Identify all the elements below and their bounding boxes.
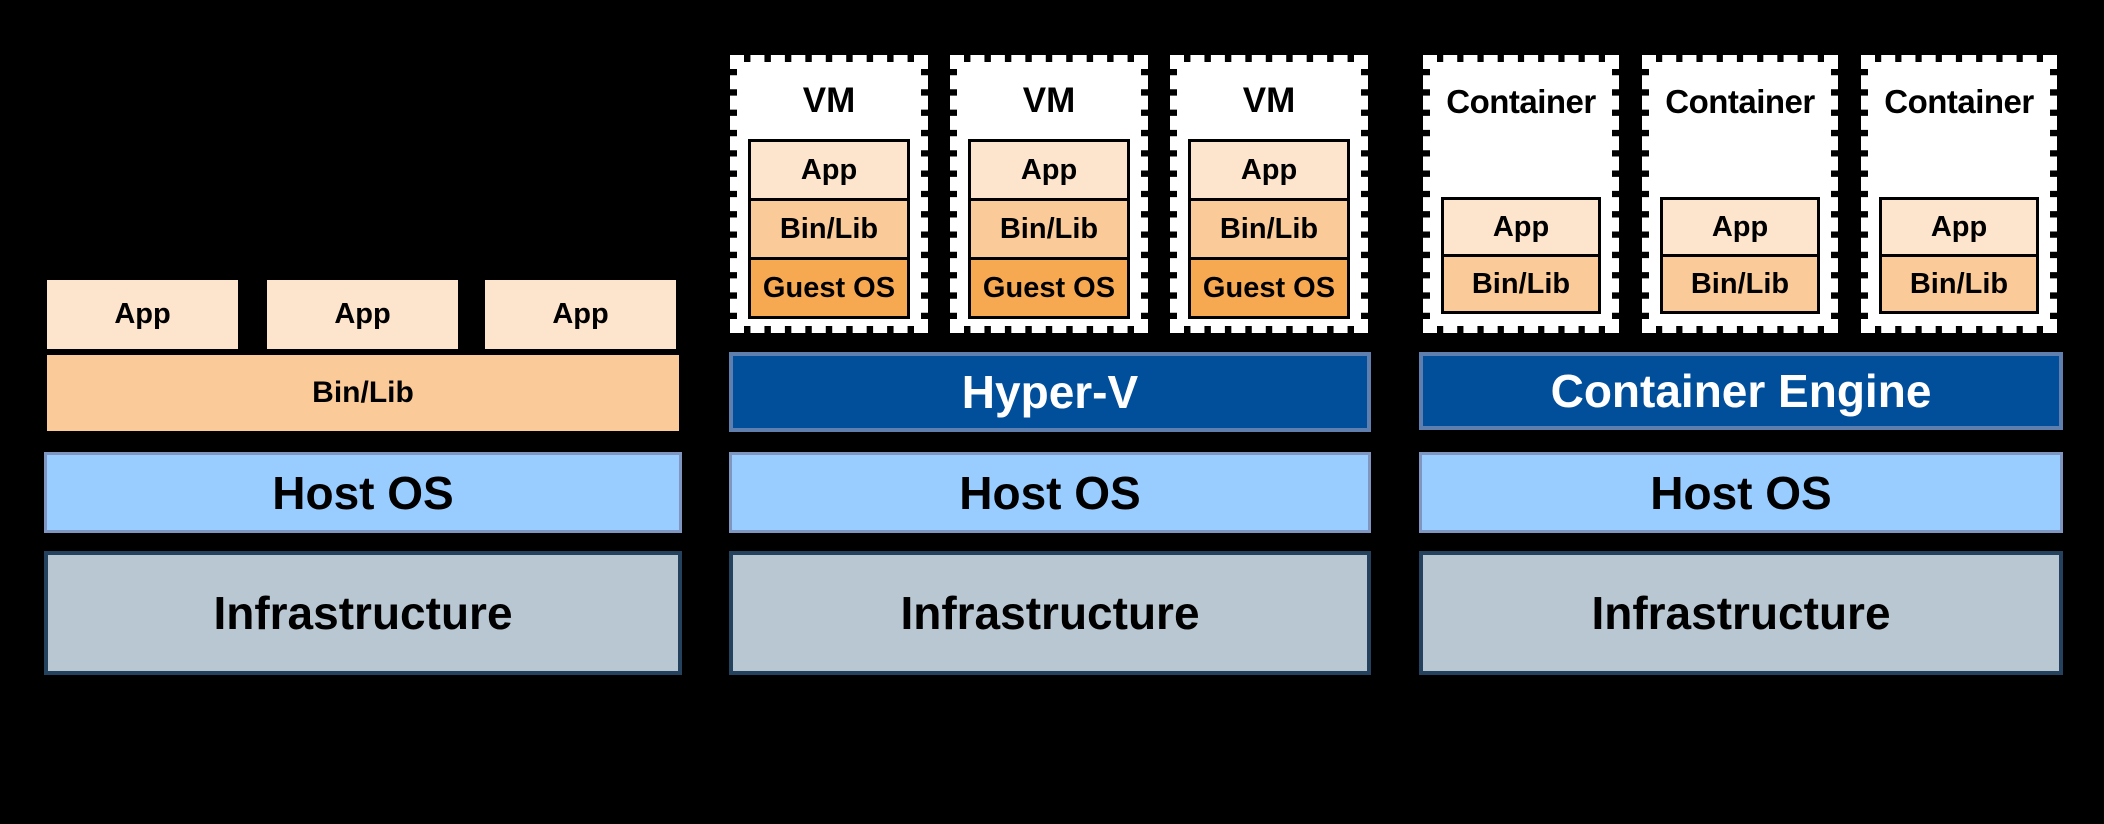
layer-guest-os: Guest OS xyxy=(1188,257,1350,319)
layer-binlib: Bin/Lib xyxy=(1879,254,2039,314)
vm-title: VM xyxy=(802,80,856,120)
container-title: Container xyxy=(1884,83,2034,120)
layer-app: App xyxy=(748,139,910,201)
binlib-bar: Bin/Lib xyxy=(44,352,682,434)
container-layer-stack: App Bin/Lib xyxy=(1660,197,1820,314)
vm-box: VM App Bin/Lib Guest OS xyxy=(1170,55,1368,333)
layer-app: App xyxy=(968,139,1130,201)
vm-layer-stack: App Bin/Lib Guest OS xyxy=(748,139,910,319)
vm-layer-stack: App Bin/Lib Guest OS xyxy=(1188,139,1350,319)
layer-app: App xyxy=(1441,197,1601,257)
container-engine-bar: Container Engine xyxy=(1419,352,2063,430)
layer-binlib: Bin/Lib xyxy=(1441,254,1601,314)
host-os-bar: Host OS xyxy=(44,452,682,533)
app-box: App xyxy=(44,277,241,352)
vm-title: VM xyxy=(1022,80,1076,120)
layer-guest-os: Guest OS xyxy=(748,257,910,319)
host-os-bar: Host OS xyxy=(1419,452,2063,533)
container-box: Container App Bin/Lib xyxy=(1423,55,1619,333)
vm-box: VM App Bin/Lib Guest OS xyxy=(730,55,928,333)
layer-app: App xyxy=(1879,197,2039,257)
layer-binlib: Bin/Lib xyxy=(968,198,1130,260)
container-box: Container App Bin/Lib xyxy=(1861,55,2057,333)
container-box: Container App Bin/Lib xyxy=(1642,55,1838,333)
layer-binlib: Bin/Lib xyxy=(748,198,910,260)
container-layer-stack: App Bin/Lib xyxy=(1441,197,1601,314)
host-os-bar: Host OS xyxy=(729,452,1371,533)
layer-app: App xyxy=(1660,197,1820,257)
infrastructure-bar: Infrastructure xyxy=(729,551,1371,675)
layer-binlib: Bin/Lib xyxy=(1660,254,1820,314)
vm-box: VM App Bin/Lib Guest OS xyxy=(950,55,1148,333)
layer-binlib: Bin/Lib xyxy=(1188,198,1350,260)
container-title: Container xyxy=(1446,83,1596,120)
infrastructure-bar: Infrastructure xyxy=(1419,551,2063,675)
vm-title: VM xyxy=(1242,80,1296,120)
app-box: App xyxy=(264,277,461,352)
vm-layer-stack: App Bin/Lib Guest OS xyxy=(968,139,1130,319)
container-title: Container xyxy=(1665,83,1815,120)
infrastructure-bar: Infrastructure xyxy=(44,551,682,675)
layer-guest-os: Guest OS xyxy=(968,257,1130,319)
container-layer-stack: App Bin/Lib xyxy=(1879,197,2039,314)
hypervisor-bar: Hyper-V xyxy=(729,352,1371,432)
app-box: App xyxy=(482,277,679,352)
layer-app: App xyxy=(1188,139,1350,201)
